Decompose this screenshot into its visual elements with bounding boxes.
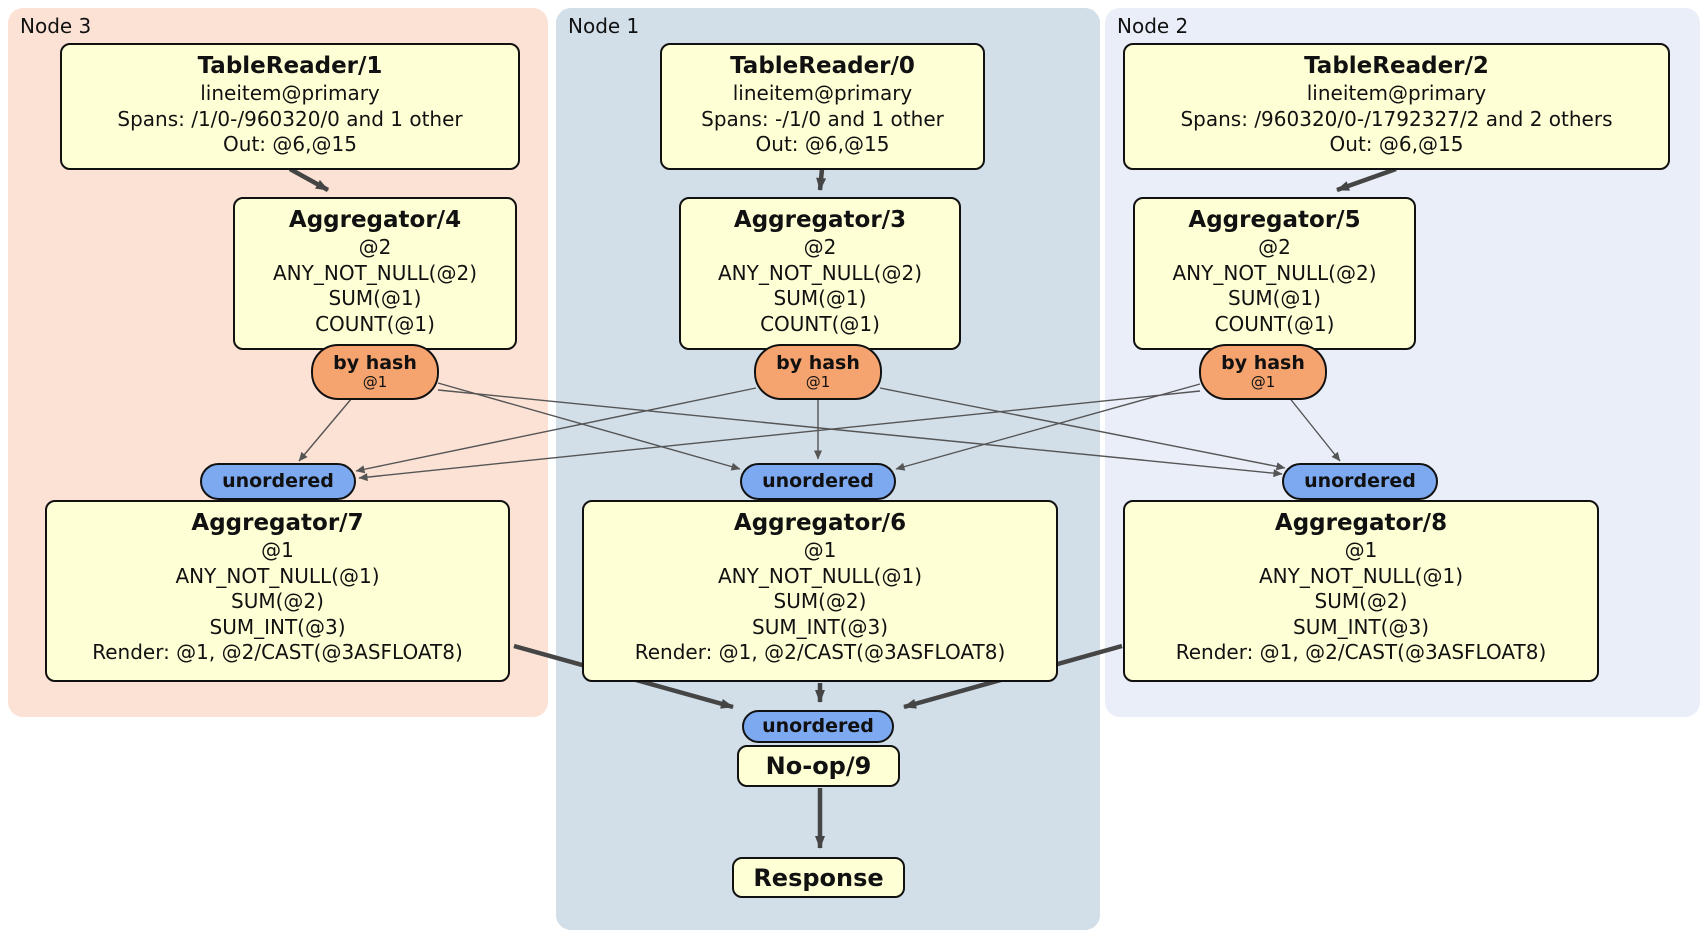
node-detail: ANY_NOT_NULL(@1): [175, 563, 380, 588]
node-detail: SUM(@2): [231, 589, 324, 613]
router-key: @1: [1250, 373, 1276, 391]
node-aggregator-8: Aggregator/8 @1 ANY_NOT_NULL(@1) SUM(@2)…: [1123, 500, 1599, 682]
node-aggregator-5: Aggregator/5 @2 ANY_NOT_NULL(@2) SUM(@1)…: [1133, 197, 1416, 350]
node-title: Aggregator/7: [191, 510, 364, 536]
node-tablereader-1: TableReader/1 lineitem@primary Spans: /1…: [60, 43, 520, 170]
node-detail: ANY_NOT_NULL(@2): [1172, 260, 1377, 285]
node-detail: @2: [803, 235, 837, 259]
edge-byhash4-unordered6: [437, 382, 741, 471]
stream-unordered-final: unordered: [742, 710, 894, 743]
router-label: by hash: [333, 352, 417, 374]
node-detail: COUNT(@1): [1214, 311, 1335, 336]
node-detail: SUM(@1): [328, 286, 422, 310]
node-detail: Spans: -/1/0 and 1 other: [701, 106, 944, 131]
router-label: by hash: [776, 352, 860, 374]
router-by-hash-middle: by hash @1: [754, 344, 882, 400]
edge-byhash5-unordered6: [895, 383, 1201, 471]
node-detail: lineitem@primary: [200, 81, 380, 105]
node-title: TableReader/1: [197, 53, 383, 79]
stream-unordered-left: unordered: [200, 463, 356, 500]
edge-byhash5-unordered7: [358, 390, 1201, 482]
node-detail: Spans: /960320/0-/1792327/2 and 2 others: [1180, 106, 1613, 131]
node-detail: ANY_NOT_NULL(@2): [273, 260, 477, 285]
stream-label: unordered: [222, 470, 334, 492]
node-noop-9: No-op/9: [737, 745, 900, 787]
node-detail: COUNT(@1): [760, 311, 880, 336]
edge-byhash5-unordered8: [1287, 395, 1341, 462]
node-detail: Out: @6,@15: [755, 132, 890, 156]
node-detail: Out: @6,@15: [1329, 132, 1464, 156]
node-title: Aggregator/4: [288, 207, 462, 233]
node-detail: ANY_NOT_NULL(@1): [718, 563, 922, 588]
node-aggregator-3: Aggregator/3 @2 ANY_NOT_NULL(@2) SUM(@1)…: [679, 197, 961, 350]
node-aggregator-4: Aggregator/4 @2 ANY_NOT_NULL(@2) SUM(@1)…: [233, 197, 517, 350]
node-response: Response: [732, 857, 905, 898]
stream-label: unordered: [762, 715, 874, 737]
node-detail: COUNT(@1): [315, 311, 435, 336]
node-detail: @1: [803, 538, 837, 562]
node-detail: SUM_INT(@3): [752, 614, 888, 639]
node-panel-2-label: Node 2: [1117, 14, 1189, 38]
node-title: Response: [753, 863, 884, 892]
node-detail: @1: [261, 538, 294, 562]
node-title: Aggregator/8: [1274, 510, 1448, 536]
node-detail: lineitem@primary: [1306, 81, 1487, 105]
node-aggregator-7: Aggregator/7 @1 ANY_NOT_NULL(@1) SUM(@2)…: [45, 500, 510, 682]
node-detail: Out: @6,@15: [223, 132, 357, 156]
stream-unordered-middle: unordered: [740, 463, 896, 500]
node-detail: ANY_NOT_NULL(@2): [718, 260, 922, 285]
node-detail: SUM(@1): [1228, 286, 1321, 310]
edge-byhash3-unordered7: [355, 387, 757, 474]
edge-tablereader2-aggregator5: [1336, 166, 1397, 193]
node-aggregator-6: Aggregator/6 @1 ANY_NOT_NULL(@1) SUM(@2)…: [582, 500, 1058, 682]
node-detail: SUM_INT(@3): [209, 614, 346, 639]
node-detail: ANY_NOT_NULL(@1): [1259, 563, 1463, 588]
edge-byhash4-unordered7: [298, 397, 353, 462]
node-title: TableReader/0: [730, 53, 915, 79]
node-title: TableReader/2: [1304, 53, 1489, 79]
edge-byhash4-unordered8: [437, 389, 1283, 478]
node-tablereader-2: TableReader/2 lineitem@primary Spans: /9…: [1123, 43, 1670, 170]
node-detail: SUM(@1): [773, 286, 867, 310]
node-detail: SUM_INT(@3): [1293, 614, 1429, 639]
node-panel-3-label: Node 3: [20, 14, 92, 38]
edge-tablereader1-aggregator4: [288, 167, 330, 192]
node-title: Aggregator/5: [1188, 207, 1361, 233]
node-detail: Render: @1, @2/CAST(@3ASFLOAT8): [1175, 640, 1547, 664]
node-detail: @1: [1344, 538, 1378, 562]
node-detail: Spans: /1/0-/960320/0 and 1 other: [117, 106, 463, 131]
stream-label: unordered: [1304, 470, 1416, 492]
router-key: @1: [362, 373, 388, 391]
node-tablereader-0: TableReader/0 lineitem@primary Spans: -/…: [660, 43, 985, 170]
router-by-hash-left: by hash @1: [311, 344, 439, 400]
node-detail: @2: [1258, 235, 1291, 259]
router-key: @1: [805, 373, 831, 391]
edge-byhash3-unordered8: [879, 387, 1286, 471]
node-detail: Render: @1, @2/CAST(@3ASFLOAT8): [634, 640, 1006, 664]
node-title: Aggregator/6: [733, 510, 907, 536]
node-title: No-op/9: [765, 752, 872, 780]
node-panel-1-label: Node 1: [568, 14, 640, 38]
stream-label: unordered: [762, 470, 874, 492]
router-label: by hash: [1221, 352, 1305, 374]
node-detail: SUM(@2): [1314, 589, 1408, 613]
router-by-hash-right: by hash @1: [1199, 344, 1327, 400]
node-detail: SUM(@2): [773, 589, 867, 613]
node-detail: @2: [358, 235, 392, 259]
stream-unordered-right: unordered: [1282, 463, 1438, 500]
node-detail: lineitem@primary: [732, 81, 913, 105]
edge-tablereader0-aggregator3: [816, 168, 827, 191]
node-detail: Render: @1, @2/CAST(@3ASFLOAT8): [92, 640, 463, 664]
node-title: Aggregator/3: [733, 207, 907, 233]
